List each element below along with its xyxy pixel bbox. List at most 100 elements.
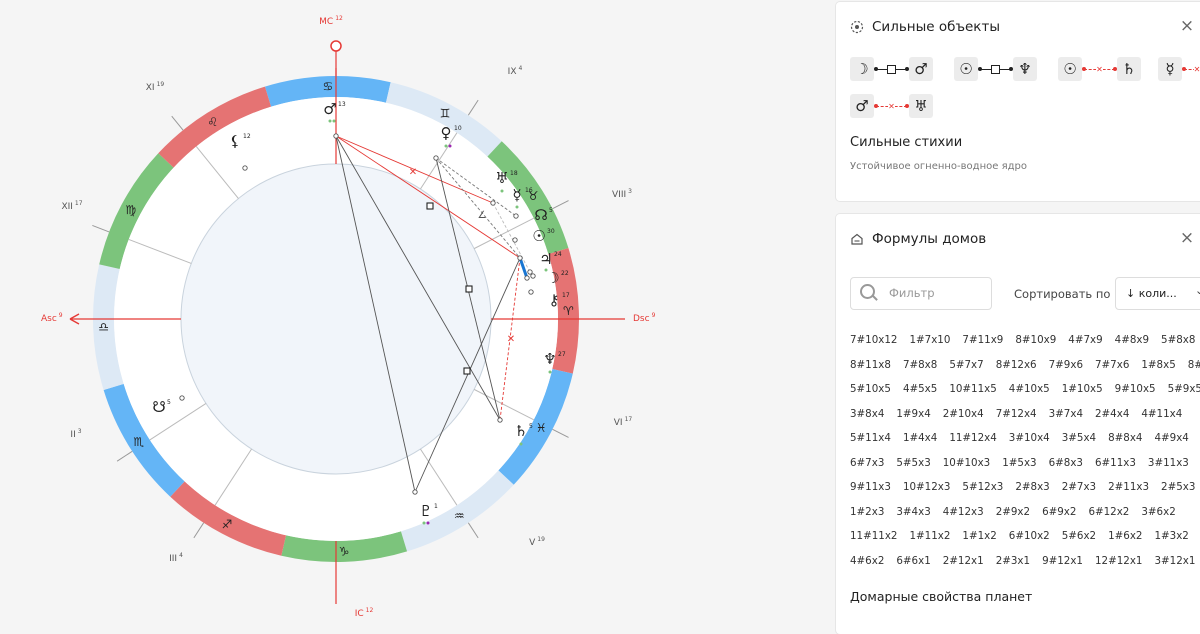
- close-icon[interactable]: ×: [1179, 16, 1195, 36]
- planet-badge[interactable]: ☿: [1158, 57, 1182, 81]
- aspect-pair[interactable]: ☉✕♄: [1058, 57, 1141, 81]
- formula-item[interactable]: 12#12x1: [1095, 554, 1143, 567]
- planet-glyph[interactable]: ☊5: [534, 206, 553, 224]
- formula-item[interactable]: 2#10x4: [942, 407, 984, 420]
- planet-glyph[interactable]: ☿16: [512, 186, 532, 204]
- formula-item[interactable]: 4#7x9: [1068, 334, 1103, 347]
- formula-item[interactable]: 5#7x7: [949, 358, 984, 371]
- formula-item[interactable]: 3#5x4: [1061, 432, 1097, 445]
- formula-item[interactable]: 7#8x8: [902, 358, 938, 371]
- formula-item[interactable]: 2#9x2: [995, 505, 1031, 518]
- formula-item[interactable]: 4#9x4: [1154, 432, 1189, 445]
- formula-item[interactable]: 6#9x2: [1042, 505, 1077, 518]
- formula-item[interactable]: 7#10x12: [850, 334, 898, 347]
- formula-item[interactable]: 3#12x1: [1154, 554, 1196, 567]
- formula-item[interactable]: 7#11x9: [962, 334, 1004, 347]
- planet-glyph[interactable]: ♆27: [543, 350, 566, 368]
- formula-item[interactable]: 3#11x3: [1147, 456, 1189, 469]
- planet-badge[interactable]: ♂: [909, 57, 933, 81]
- planet-glyph[interactable]: ♄5: [514, 422, 533, 440]
- formula-item[interactable]: 6#12x2: [1088, 505, 1130, 518]
- formula-item[interactable]: 4#12x3: [942, 505, 984, 518]
- formula-item[interactable]: 1#5x3: [1002, 456, 1037, 469]
- formula-item[interactable]: 1#4x4: [902, 432, 938, 445]
- formula-item[interactable]: 6#10x2: [1008, 530, 1050, 543]
- planet-badge[interactable]: ♄: [1117, 57, 1141, 81]
- formula-item[interactable]: 6#6x1: [896, 554, 931, 567]
- formula-item[interactable]: 8#8x4: [1108, 432, 1143, 445]
- formula-item[interactable]: 5#12x3: [962, 481, 1004, 494]
- planet-glyph[interactable]: ☽22: [546, 269, 569, 287]
- formula-item[interactable]: 3#7x4: [1048, 407, 1083, 420]
- formula-item[interactable]: 3#6x2: [1141, 505, 1176, 518]
- planet-glyph[interactable]: ♇1: [419, 502, 438, 520]
- formula-item[interactable]: 9#10x5: [1114, 383, 1156, 396]
- formula-item[interactable]: 1#10x5: [1061, 383, 1103, 396]
- aspect-pair[interactable]: ☉♆: [954, 57, 1037, 81]
- filter-field[interactable]: [850, 277, 992, 310]
- formula-item[interactable]: 2#12x1: [942, 554, 984, 567]
- formula-item[interactable]: 4#5x5: [902, 383, 938, 396]
- formula-item[interactable]: 4#10x5: [1008, 383, 1050, 396]
- formula-item[interactable]: 7#9x6: [1048, 358, 1083, 371]
- formula-item[interactable]: 1#9x4: [896, 407, 931, 420]
- formula-item[interactable]: 5#6x2: [1061, 530, 1097, 543]
- formula-item[interactable]: 5#9x5: [1167, 383, 1200, 396]
- formula-item[interactable]: 2#7x3: [1061, 481, 1097, 494]
- formula-item[interactable]: 1#8x5: [1141, 358, 1176, 371]
- formula-item[interactable]: 6#7x3: [850, 456, 885, 469]
- planet-badge[interactable]: ♂: [850, 94, 874, 118]
- formula-item[interactable]: 1#6x2: [1108, 530, 1143, 543]
- formula-item[interactable]: 3#8x4: [850, 407, 885, 420]
- planet-badge[interactable]: ☽: [850, 57, 874, 81]
- aspect-pair[interactable]: ☽♂: [850, 57, 933, 81]
- formula-item[interactable]: 2#4x4: [1095, 407, 1130, 420]
- formula-item[interactable]: 5#5x3: [896, 456, 931, 469]
- formula-item[interactable]: 3#10x4: [1008, 432, 1050, 445]
- formula-item[interactable]: 9#12x1: [1042, 554, 1083, 567]
- aspect-pair[interactable]: ☿✕: [1158, 57, 1200, 81]
- formula-item[interactable]: 8#10x9: [1015, 334, 1057, 347]
- formula-item[interactable]: 7#12x4: [995, 407, 1037, 420]
- formula-item[interactable]: 8#11x8: [850, 358, 891, 371]
- formula-item[interactable]: 9#11x3: [850, 481, 891, 494]
- formula-item[interactable]: 5#10x5: [850, 383, 891, 396]
- planet-badge[interactable]: ♆: [1013, 57, 1037, 81]
- sort-select[interactable]: ↓ коли... ⌄: [1115, 277, 1200, 310]
- formula-item[interactable]: 1#2x3: [850, 505, 885, 518]
- planet-glyph[interactable]: ☋5: [152, 398, 171, 416]
- mc-marker[interactable]: [330, 40, 342, 52]
- planet-glyph[interactable]: ⚸12: [230, 132, 251, 150]
- formula-item[interactable]: 11#12x4: [949, 432, 997, 445]
- formula-item[interactable]: 4#6x2: [850, 554, 885, 567]
- formula-item[interactable]: 1#11x2: [909, 530, 951, 543]
- filter-input[interactable]: [887, 285, 987, 301]
- formula-item[interactable]: 6#11x3: [1094, 456, 1136, 469]
- formula-item[interactable]: 2#5x3: [1161, 481, 1196, 494]
- formula-item[interactable]: 8#12x6: [995, 358, 1037, 371]
- formula-item[interactable]: 10#11x5: [949, 383, 997, 396]
- formula-item[interactable]: 2#11x3: [1108, 481, 1150, 494]
- formula-item[interactable]: 1#7x10: [909, 334, 951, 347]
- formula-item[interactable]: 4#11x4: [1141, 407, 1183, 420]
- formula-item[interactable]: 8#9x5: [1187, 358, 1200, 371]
- formula-item[interactable]: 6#8x3: [1048, 456, 1083, 469]
- planet-glyph[interactable]: ♃24: [539, 250, 562, 268]
- formula-item[interactable]: 5#8x8: [1161, 334, 1196, 347]
- aspect-pair[interactable]: ♂✕♅: [850, 94, 933, 118]
- planet-glyph[interactable]: ♀10: [441, 124, 462, 142]
- formula-item[interactable]: 11#11x2: [850, 530, 898, 543]
- planet-glyph[interactable]: ♂13: [323, 100, 346, 118]
- planet-badge[interactable]: ☉: [954, 57, 978, 81]
- formula-item[interactable]: 10#10x3: [942, 456, 991, 469]
- formula-item[interactable]: 2#3x1: [995, 554, 1031, 567]
- formula-item[interactable]: 1#3x2: [1154, 530, 1189, 543]
- formula-item[interactable]: 10#12x3: [902, 481, 951, 494]
- planet-badge[interactable]: ☉: [1058, 57, 1082, 81]
- close-icon[interactable]: ×: [1179, 228, 1195, 248]
- formula-item[interactable]: 4#8x9: [1114, 334, 1150, 347]
- planet-badge[interactable]: ♅: [909, 94, 933, 118]
- formula-item[interactable]: 2#8x3: [1015, 481, 1050, 494]
- planet-glyph[interactable]: ☉30: [532, 227, 555, 245]
